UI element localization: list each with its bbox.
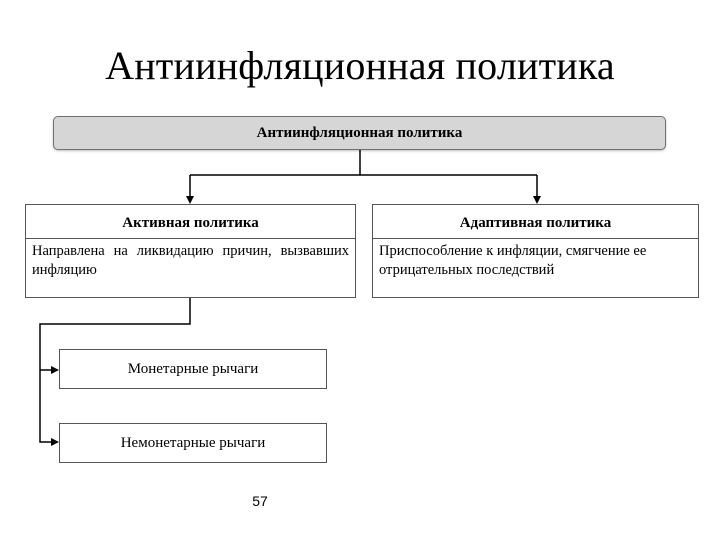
active-policy-divider [26,238,355,239]
lever-stem [39,298,191,443]
monetary-levers-box: Монетарные рычаги [59,349,327,389]
arrow-to-nonmonetary [51,438,59,446]
arrow-to-active [186,196,194,204]
arrow-to-monetary [51,366,59,374]
page-number: 57 [252,493,268,509]
adaptive-policy-divider [373,238,698,239]
active-policy-box: Активная политика Направлена на ликвидац… [25,204,356,298]
nonmonetary-levers-box: Немонетарные рычаги [59,423,327,463]
slide-title: Антиинфляционная политика [105,43,615,88]
adaptive-policy-description: Приспособление к инфляции, смягчение ее … [379,243,647,278]
adaptive-policy-box: Адаптивная политика Приспособление к инф… [372,204,699,298]
active-policy-heading: Активная политика [122,215,259,231]
active-policy-description: Направлена на ликвидацию причин, вызвавш… [32,243,349,278]
arrow-to-adaptive [533,196,541,204]
root-box: Антиинфляционная политика [53,116,666,150]
adaptive-policy-heading: Адаптивная политика [459,215,612,231]
